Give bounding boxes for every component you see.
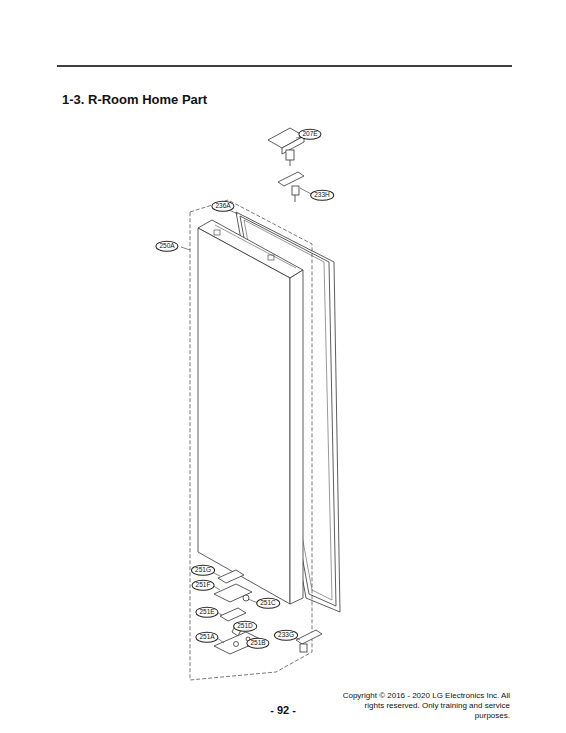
callout-number: 251E [195, 607, 218, 618]
callout-number: 251D [233, 621, 257, 632]
callout-number: 251C [256, 598, 280, 609]
callout-number: 233H [310, 190, 334, 201]
page-title: 1-3. R-Room Home Part [62, 92, 207, 107]
page-number: - 92 - [270, 704, 296, 716]
callout-number: 207E [298, 129, 321, 140]
callout-number: 251A [195, 632, 218, 643]
callout-number: 233G [274, 630, 298, 641]
copyright-note: Copyright © 2016 - 2020 LG Electronics I… [338, 691, 510, 721]
callout-number: 250A [155, 241, 178, 252]
callout-number: 251G [191, 565, 215, 576]
callout-number: 236A [211, 201, 234, 212]
callout-number: 251F [192, 580, 215, 591]
callout-number: 251B [246, 638, 269, 649]
